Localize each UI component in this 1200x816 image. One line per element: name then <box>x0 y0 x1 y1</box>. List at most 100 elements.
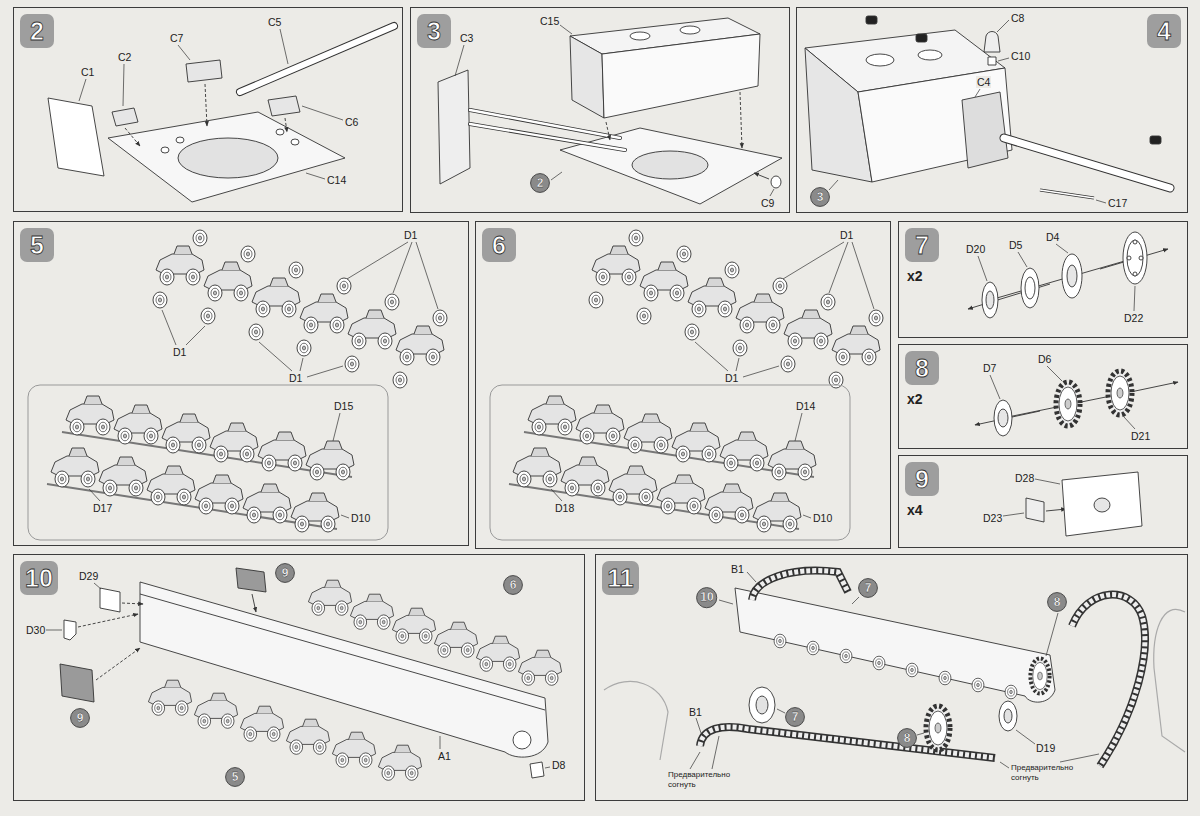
hull-side-drawing <box>476 636 519 671</box>
leader-line <box>89 242 438 518</box>
sub-assembly-callout: 7 <box>785 707 805 727</box>
callout-number: 8 <box>1047 592 1067 612</box>
callout-circle <box>276 564 295 583</box>
callout-circle <box>1048 593 1067 612</box>
quantity-note: x4 <box>907 502 923 518</box>
leader-line <box>990 366 1135 429</box>
hull-side-drawing <box>60 568 562 780</box>
callout-circle <box>811 188 830 207</box>
leader-line <box>560 25 572 34</box>
turret-roof-drawing <box>178 138 278 178</box>
turret-body-drawing <box>570 36 604 118</box>
hull-side-drawing <box>332 732 375 767</box>
part-number: D29 <box>78 570 99 582</box>
leader-line <box>89 489 100 501</box>
callout-number: 9 <box>275 563 295 583</box>
hull-side-drawing <box>64 620 76 640</box>
part-number: C15 <box>539 15 560 27</box>
track-assembly-drawing <box>1004 709 1012 723</box>
callout-circle <box>504 576 523 595</box>
track-assembly-drawing <box>840 649 852 663</box>
sub-assembly-callout: 5 <box>225 767 245 787</box>
leader-line <box>440 736 441 749</box>
part-number: C4 <box>976 76 991 88</box>
drive-sprocket-drawing <box>998 409 1008 427</box>
suspension-drawing <box>490 385 850 540</box>
part-number: A1 <box>437 750 452 762</box>
step-number: 7 <box>905 228 939 262</box>
track-assembly-drawing <box>774 634 786 648</box>
hull-side-drawing <box>513 731 531 749</box>
turret-assembly-drawing <box>984 32 1000 53</box>
leader-line <box>803 515 811 518</box>
idler-wheel-drawing <box>968 232 1168 318</box>
leader-line <box>978 244 1135 311</box>
part-number: C6 <box>344 116 359 128</box>
part-number: D21 <box>1130 430 1151 442</box>
leader-line <box>259 342 292 371</box>
assembly-note: Предварительно согнуть <box>667 770 741 789</box>
turret-body-drawing <box>606 122 610 140</box>
turret-body-drawing <box>470 124 625 150</box>
callout-circle <box>859 579 878 598</box>
suspension-drawing <box>28 385 388 540</box>
suspension-drawing <box>490 230 883 540</box>
turret-roof-drawing <box>240 26 394 92</box>
leader-line <box>1047 366 1062 381</box>
track-assembly-drawing <box>1072 595 1145 766</box>
step-number: 5 <box>20 228 54 262</box>
drive-sprocket-drawing <box>1140 382 1178 390</box>
part-number: C17 <box>1107 197 1128 209</box>
leader-line <box>416 242 438 309</box>
leader-line <box>347 242 408 279</box>
leader-line <box>1124 417 1135 429</box>
sub-assembly-callout: 3 <box>810 187 830 207</box>
idler-wheel-drawing <box>986 291 994 309</box>
callout-number: 6 <box>503 575 523 595</box>
track-assembly-drawing <box>939 671 951 685</box>
leader-line <box>1000 762 1009 768</box>
part-number: D4 <box>1045 231 1060 243</box>
turret-assembly-drawing <box>1150 136 1161 144</box>
track-assembly-drawing <box>1030 658 1049 693</box>
hull-side-drawing <box>378 745 421 780</box>
track-assembly-drawing <box>1005 685 1017 699</box>
leader-line <box>990 375 1000 399</box>
turret-body-drawing <box>754 173 769 179</box>
leader-line <box>551 172 562 180</box>
step-panel: 9x4 <box>899 456 1187 547</box>
suspension-drawing <box>153 230 447 388</box>
turret-roof-drawing <box>205 84 207 126</box>
callout-number: 5 <box>225 767 245 787</box>
part-number: C7 <box>169 32 184 44</box>
leader-line <box>829 20 1106 203</box>
turret-body-drawing <box>771 176 781 188</box>
leader-line <box>333 413 340 441</box>
part-number: D8 <box>551 759 566 771</box>
leader-line <box>770 189 774 196</box>
callout-number: 9 <box>70 708 90 728</box>
leader-line <box>777 709 785 713</box>
track-assembly-drawing <box>700 727 995 758</box>
turret-assembly-drawing <box>866 54 894 66</box>
track-assembly-drawing <box>700 727 995 758</box>
idler-wheel-drawing <box>1123 232 1147 284</box>
leader-line <box>829 180 838 190</box>
track-assembly-drawing <box>604 681 668 760</box>
bracket-drawing <box>1046 509 1066 511</box>
callout-number: 7 <box>858 578 878 598</box>
hull-side-drawing <box>96 648 140 680</box>
track-assembly-drawing <box>972 678 984 692</box>
leader-line <box>747 572 756 582</box>
leader-line <box>997 20 1009 32</box>
leader-line <box>162 310 176 345</box>
track-assembly-drawing <box>735 588 1055 702</box>
part-number: D30 <box>25 624 46 636</box>
callout-circle <box>71 709 90 728</box>
leader-line <box>94 583 101 589</box>
leader-line <box>852 242 874 309</box>
idler-wheel-drawing <box>982 282 998 318</box>
